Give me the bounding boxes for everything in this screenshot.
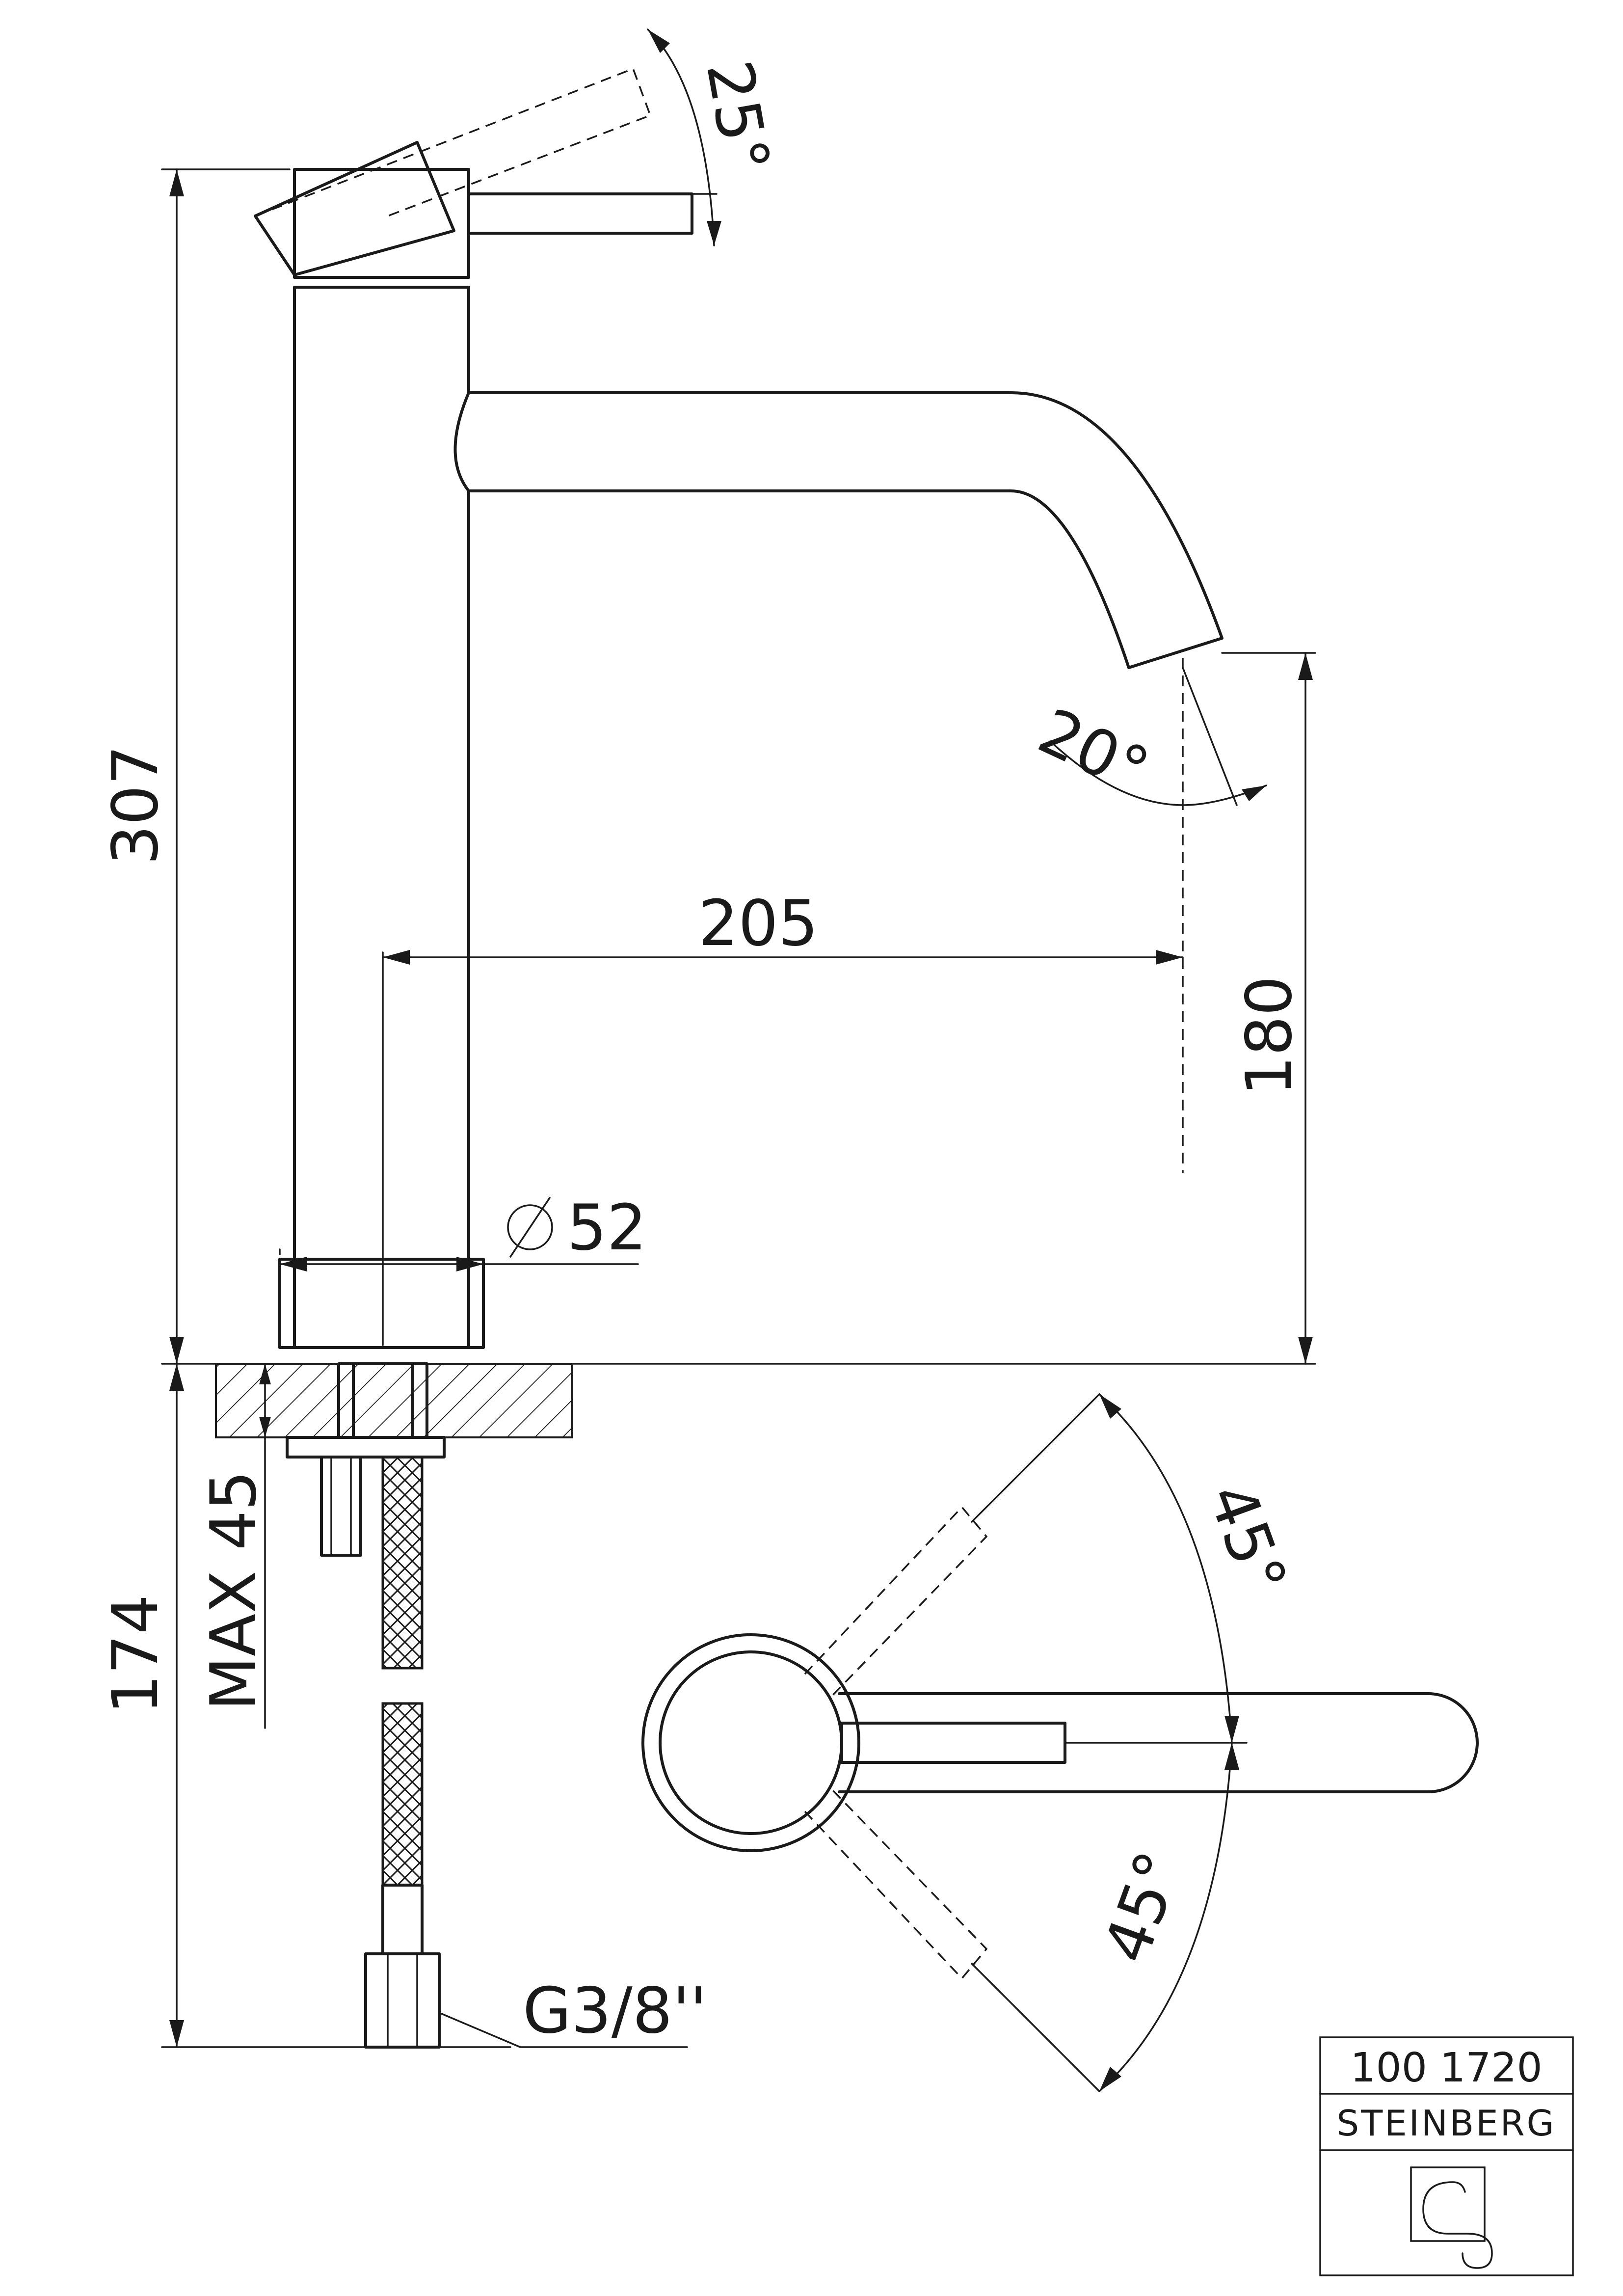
hose-upper bbox=[381, 1456, 424, 1670]
dimension-rotation-upper: 45° bbox=[1194, 1474, 1301, 1604]
hose-lower bbox=[381, 1702, 424, 1887]
dimension-body-diameter: 52 bbox=[567, 1191, 647, 1265]
handle-rotated-outline bbox=[255, 67, 652, 217]
dimension-spout-angle: 20° bbox=[1028, 695, 1160, 808]
lever bbox=[467, 192, 693, 235]
top-view-body-outer bbox=[641, 1633, 860, 1852]
side-dimensions: 307 174 MAX 45 205 180 20° bbox=[99, 28, 1316, 2048]
hose-connection-nut bbox=[364, 1952, 441, 2049]
dimension-connection-thread: G3/8'' bbox=[523, 1974, 707, 2048]
top-view-lever-rotated-up bbox=[804, 1506, 988, 1700]
dimension-mounting-max: MAX 45 bbox=[197, 1470, 270, 1710]
side-view bbox=[161, 67, 1316, 2049]
brand-name: STEINBERG bbox=[1337, 2103, 1556, 2144]
article-number: 100 1720 bbox=[1350, 2045, 1542, 2091]
spout bbox=[453, 391, 1224, 669]
top-view-lever-rotated-down bbox=[804, 1786, 988, 1980]
countertop-section bbox=[215, 1363, 573, 1438]
top-view-body-inner bbox=[659, 1650, 843, 1835]
rotation-arc-lower bbox=[1098, 1742, 1233, 2092]
handle-cap-tilted bbox=[254, 141, 455, 276]
base-ring bbox=[278, 1258, 485, 1349]
dimension-total-height: 307 bbox=[99, 745, 172, 865]
top-view: 45° 45° bbox=[641, 1393, 1479, 2092]
mounting-washer bbox=[286, 1436, 446, 1459]
dimension-rotation-lower: 45° bbox=[1090, 1842, 1197, 1972]
diameter-symbol-icon bbox=[507, 1204, 553, 1250]
dimension-hose-length: 174 bbox=[99, 1594, 172, 1714]
threaded-rod bbox=[320, 1456, 362, 1557]
rotation-arc-upper bbox=[1098, 1393, 1233, 1744]
steinberg-logo-icon bbox=[1410, 2166, 1493, 2269]
top-view-lever bbox=[838, 1692, 1479, 1793]
dimension-spout-height: 180 bbox=[1233, 976, 1306, 1096]
title-block: 100 1720 STEINBERG bbox=[1319, 2036, 1574, 2276]
body-column bbox=[293, 286, 470, 1349]
dimension-spout-reach: 205 bbox=[698, 887, 818, 960]
